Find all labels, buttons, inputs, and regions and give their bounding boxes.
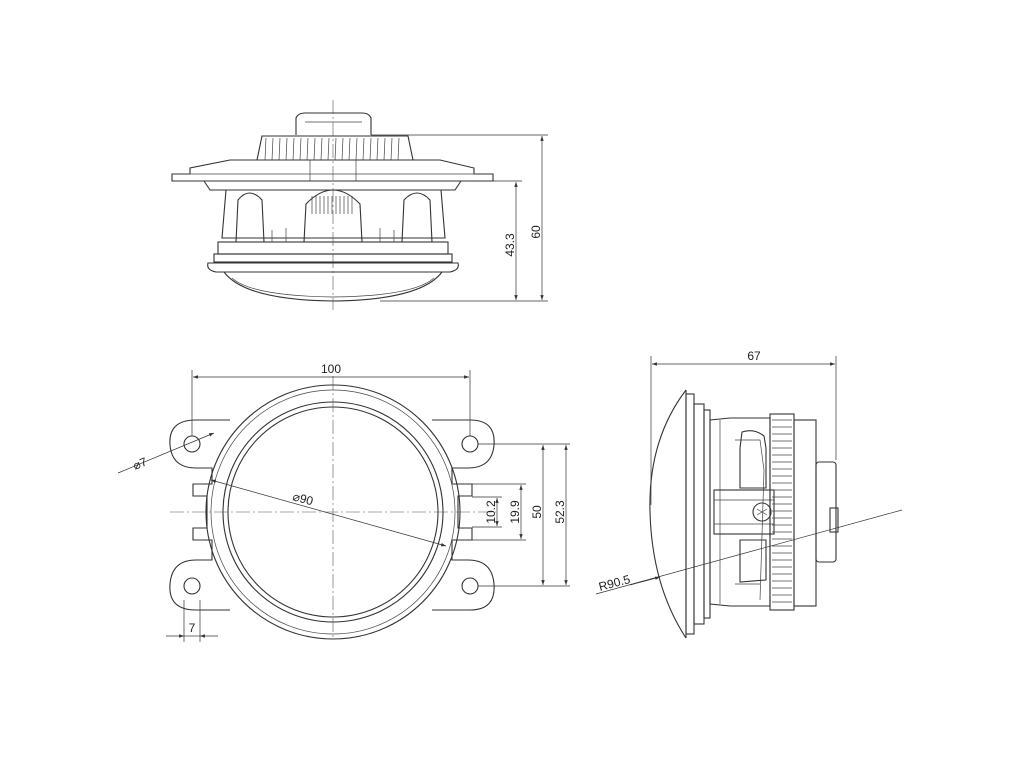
heatsink-fins (256, 135, 414, 161)
mount-hole-top-left (183, 435, 201, 453)
center-rib (303, 189, 363, 243)
profile-view: 67 R90.5 (595, 349, 903, 639)
side-elevation-view: 60 43.3 (171, 100, 548, 310)
dim-label-width-mount: 100 (321, 362, 341, 376)
dim-label-tab-gap: 10.2 (484, 500, 498, 524)
dim-label-height-body: 43.3 (503, 233, 517, 257)
dim-label-hole-spacing: 50 (530, 505, 544, 519)
leader-hole-dia (117, 432, 215, 474)
mount-hole-top-right (461, 435, 479, 453)
dim-label-hole-dia: ⌀7 (131, 454, 149, 472)
dim-line-lens-dia (210, 479, 447, 547)
dim-label-tab-span: 19.9 (508, 500, 522, 524)
dim-label-height-total: 60 (529, 225, 543, 239)
mounting-flange (171, 159, 494, 182)
profile-bezel (685, 393, 695, 635)
profile-lens-dome (649, 389, 687, 639)
leader-lens-radius (595, 509, 903, 595)
dim-label-lens-dia: ⌀90 (291, 489, 315, 508)
screw-head (752, 502, 772, 522)
profile-connector-block (713, 489, 775, 535)
mount-hole-bottom-left (183, 577, 201, 595)
bezel (207, 262, 459, 273)
mount-hole-bottom-right (461, 577, 479, 595)
dim-label-hole-offset: 7 (189, 621, 196, 635)
dim-label-depth: 67 (747, 349, 761, 363)
lens-dome (223, 271, 443, 302)
housing-body (221, 189, 446, 239)
top-cap (295, 112, 372, 135)
profile-rear-cap (815, 461, 837, 563)
mounting-plate (169, 419, 495, 611)
dim-label-height-front: 52.3 (553, 500, 567, 524)
front-view: 100 ⌀7 ⌀90 7 10.2 19.9 50 (117, 362, 570, 642)
dim-label-lens-radius: R90.5 (597, 572, 632, 594)
